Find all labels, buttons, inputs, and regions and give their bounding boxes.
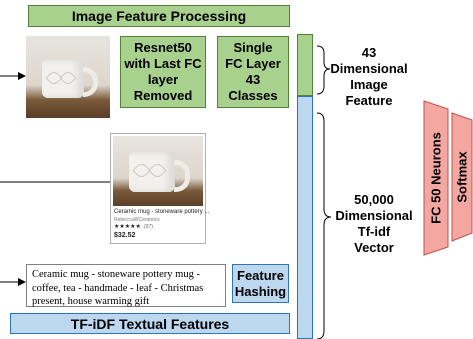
resnet-label: Resnet50 with Last FC layer Removed bbox=[124, 40, 202, 103]
product-text-box: Ceramic mug - stoneware pottery mug - co… bbox=[26, 264, 226, 307]
fc-50-neurons-label-wrap: FC 50 Neurons bbox=[423, 100, 449, 256]
product-title: Ceramic mug - stoneware pottery ... bbox=[114, 209, 210, 215]
image-feature-brace bbox=[316, 45, 331, 95]
mug-handle bbox=[83, 67, 98, 97]
softmax-label-wrap: Softmax bbox=[451, 112, 473, 242]
product-shop: RebeccaWCeramics bbox=[114, 217, 160, 223]
single-fc-layer-block: Single FC Layer 43 Classes bbox=[217, 36, 289, 108]
feature-hashing-block: Feature Hashing bbox=[232, 264, 289, 303]
mug-handle bbox=[174, 160, 190, 192]
image-feature-processing-header: Image Feature Processing bbox=[28, 5, 290, 27]
image-feature-dimension-label: 43 Dimensional Image Feature bbox=[330, 45, 408, 108]
feature-hashing-label: Feature Hashing bbox=[234, 267, 287, 299]
image-feature-processing-label: Image Feature Processing bbox=[71, 8, 247, 24]
fc-50-neurons-label: FC 50 Neurons bbox=[428, 132, 444, 224]
image-feature-bar bbox=[297, 34, 313, 96]
mug-body bbox=[42, 60, 84, 98]
mug-body bbox=[129, 152, 175, 192]
softmax-label: Softmax bbox=[454, 151, 470, 203]
product-review-count: (97) bbox=[144, 224, 153, 230]
tfidf-vector-brace bbox=[316, 112, 332, 339]
product-stars: ★★★★★ bbox=[114, 224, 141, 230]
product-text-sample: Ceramic mug - stoneware pottery mug - co… bbox=[32, 269, 204, 307]
tfidf-vector-dimension-label: 50,000 Dimensional Tf-idf Vector bbox=[335, 192, 413, 255]
fc-50-neurons-block bbox=[423, 100, 449, 256]
tfidf-textual-features-label: TF-iDF Textual Features bbox=[70, 315, 230, 332]
tfidf-textual-features-header: TF-iDF Textual Features bbox=[10, 313, 290, 334]
product-card-photo bbox=[113, 136, 203, 206]
tfidf-feature-bar bbox=[297, 96, 313, 339]
resnet-block: Resnet50 with Last FC layer Removed bbox=[120, 36, 206, 108]
single-fc-layer-label: Single FC Layer 43 Classes bbox=[225, 40, 281, 103]
product-price: $32.52 bbox=[114, 232, 136, 239]
softmax-block bbox=[451, 112, 473, 242]
mug-photo bbox=[26, 36, 110, 118]
product-card: Ceramic mug - stoneware pottery ... Rebe… bbox=[110, 133, 210, 244]
